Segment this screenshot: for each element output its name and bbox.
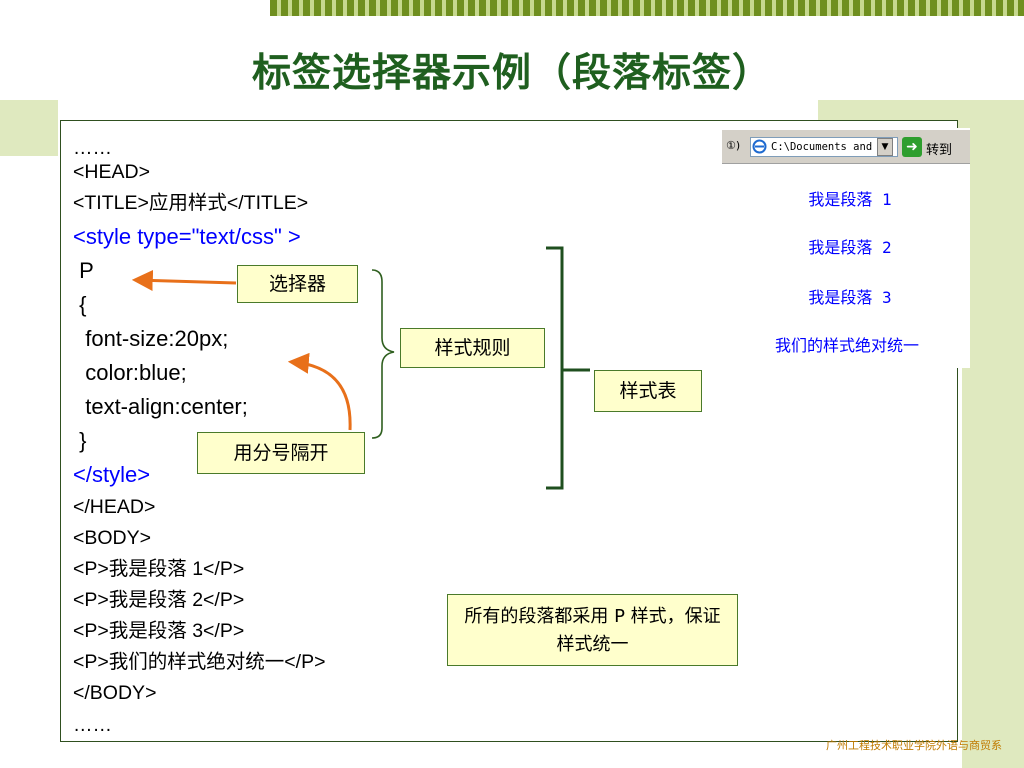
go-arrow-icon[interactable]: ➜ bbox=[902, 137, 922, 157]
style-rule-brace bbox=[371, 269, 395, 439]
address-dropdown-icon[interactable]: ▼ bbox=[877, 138, 893, 156]
code-line: } bbox=[73, 428, 87, 453]
slide-title: 标签选择器示例（段落标签） bbox=[251, 51, 772, 96]
top-stripe-decoration bbox=[270, 0, 1024, 16]
band-decoration-left bbox=[0, 100, 58, 156]
code-line: </HEAD> bbox=[73, 496, 156, 518]
code-line: …… bbox=[73, 714, 112, 736]
code-line-style-open: <style type="text/css" > bbox=[73, 224, 301, 249]
code-line: <BODY> bbox=[73, 527, 152, 549]
code-line: <P>我是段落 2</P> bbox=[73, 589, 245, 611]
code-line: <P>我们的样式绝对统一</P> bbox=[73, 651, 326, 673]
selector-arrow bbox=[131, 270, 237, 291]
stylesheet-callout: 样式表 bbox=[594, 370, 702, 412]
menu-fragment: ①) bbox=[726, 139, 741, 152]
go-button[interactable]: 转到 bbox=[926, 143, 953, 158]
address-input[interactable]: C:\Documents and bbox=[750, 137, 898, 157]
browser-preview bbox=[722, 128, 970, 368]
preview-paragraph: 我是段落 1 bbox=[808, 190, 892, 209]
semicolon-callout: 用分号隔开 bbox=[197, 432, 365, 474]
code-line: font-size:20px; bbox=[73, 326, 229, 351]
code-line: text-align:center; bbox=[73, 394, 248, 419]
code-line: …… bbox=[73, 137, 112, 159]
code-line: <P>我是段落 1</P> bbox=[73, 558, 245, 580]
ie-page-icon bbox=[752, 139, 767, 154]
preview-paragraph: 我是段落 2 bbox=[808, 238, 892, 257]
semicolon-arrow bbox=[287, 352, 352, 431]
code-line-style-close: </style> bbox=[73, 462, 151, 487]
preview-paragraph: 我们的样式绝对统一 bbox=[774, 336, 919, 355]
code-line: <HEAD> bbox=[73, 161, 150, 183]
selector-callout: 选择器 bbox=[237, 265, 358, 303]
code-line: { bbox=[73, 292, 87, 317]
style-rule-callout: 样式规则 bbox=[400, 328, 545, 368]
code-line: </BODY> bbox=[73, 682, 157, 704]
code-line: <P>我是段落 3</P> bbox=[73, 620, 245, 642]
preview-paragraph: 我是段落 3 bbox=[808, 288, 892, 307]
code-line-selector: P bbox=[73, 258, 94, 283]
note-callout: 所有的段落都采用 P 样式，保证样式统一 bbox=[447, 594, 738, 666]
stylesheet-bracket bbox=[546, 246, 564, 490]
footer-text: 广州工程技术职业学院外语与商贸系 bbox=[826, 739, 1002, 752]
code-line: color:blue; bbox=[73, 360, 187, 385]
sidebar-decoration bbox=[962, 100, 1024, 768]
code-line: <TITLE>应用样式</TITLE> bbox=[73, 192, 309, 214]
